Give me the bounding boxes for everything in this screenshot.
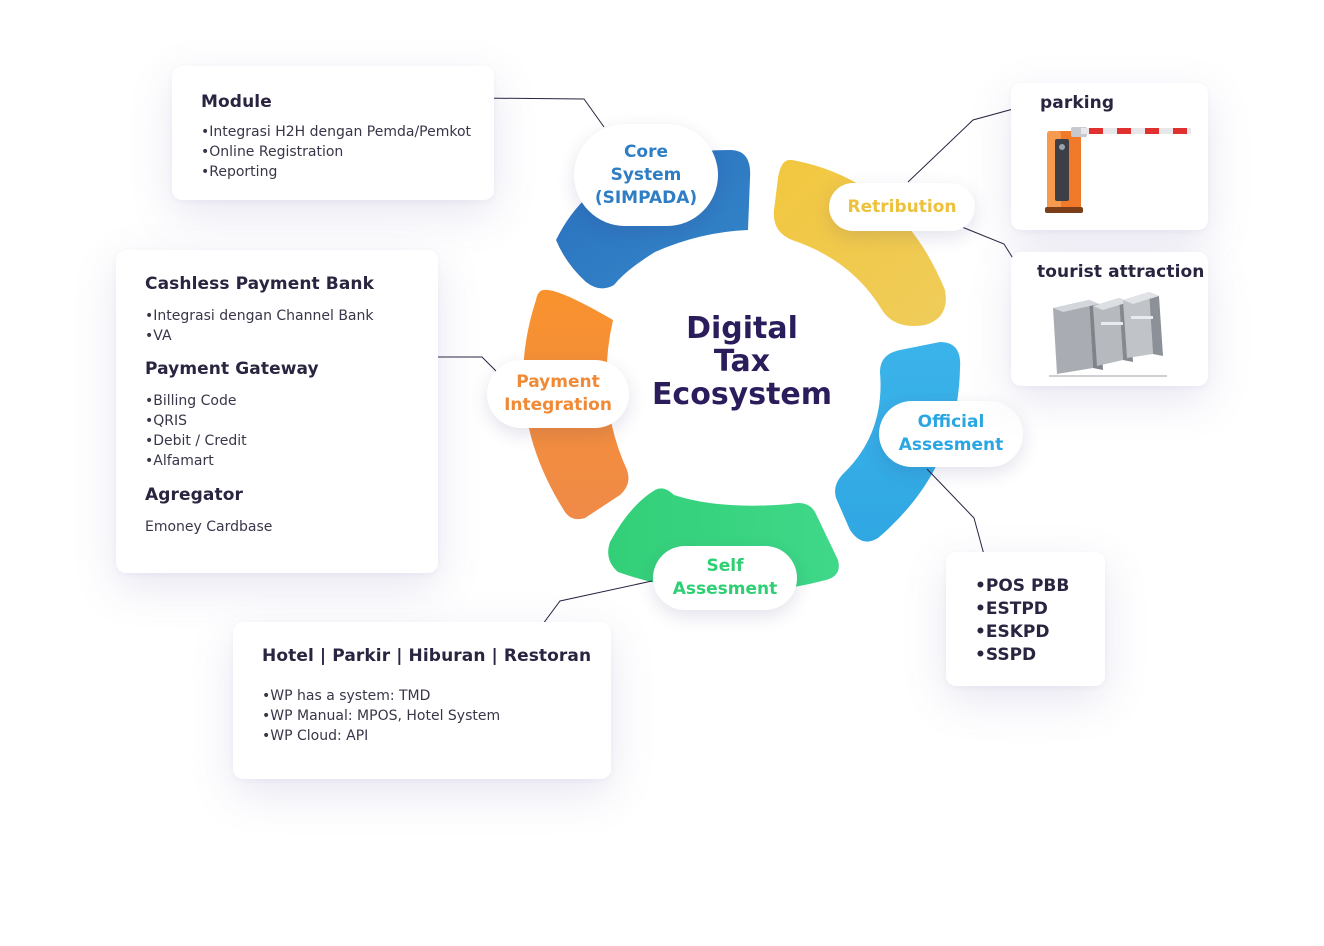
gateway-list: Billing Code QRIS Debit / Credit Alfamar… xyxy=(145,391,438,471)
pill-official-assesment[interactable]: Official Assesment xyxy=(879,401,1023,467)
hotel-card-title: Hotel | Parkir | Hiburan | Restoran xyxy=(262,646,592,666)
list-item: Billing Code xyxy=(145,391,438,411)
list-item: Alfamart xyxy=(145,451,438,471)
list-item: ESTPD xyxy=(975,598,1105,621)
agregator-text: Emoney Cardbase xyxy=(145,519,273,535)
payment-card: Cashless Payment Bank Integrasi dengan C… xyxy=(116,250,438,573)
parking-barrier-gate-icon xyxy=(1045,127,1191,213)
hotel-list: WP has a system: TMD WP Manual: MPOS, Ho… xyxy=(262,686,611,746)
connector-retribution-parking xyxy=(907,105,1025,183)
diagram-center-title: Digital Tax Ecosystem xyxy=(651,311,833,412)
pill-retribution[interactable]: Retribution xyxy=(829,183,975,231)
connector-core-module xyxy=(473,97,605,128)
module-list: Integrasi H2H dengan Pemda/Pemkot Online… xyxy=(201,122,494,182)
agregator-title: Agregator xyxy=(145,485,243,505)
list-item: WP has a system: TMD xyxy=(262,686,611,706)
official-assesment-card: POS PBB ESTPD ESKPD SSPD xyxy=(946,552,1105,686)
pill-retribution-label: Retribution xyxy=(847,196,957,217)
list-item: VA xyxy=(145,326,438,346)
pill-payment-integration[interactable]: Payment Integration xyxy=(487,360,629,428)
list-item: WP Manual: MPOS, Hotel System xyxy=(262,706,611,726)
turnstile-gates-icon xyxy=(1049,292,1167,377)
list-item: QRIS xyxy=(145,411,438,431)
official-list: POS PBB ESTPD ESKPD SSPD xyxy=(975,575,1105,667)
list-item: Online Registration xyxy=(201,142,494,162)
list-item: Reporting xyxy=(201,162,494,182)
parking-card-title: parking xyxy=(1040,93,1115,113)
list-item: SSPD xyxy=(975,644,1105,667)
segment-retribution xyxy=(773,159,946,326)
hotel-card: Hotel | Parkir | Hiburan | Restoran WP h… xyxy=(233,622,611,779)
pill-core-system[interactable]: Core System (SIMPADA) xyxy=(574,124,718,226)
list-item: POS PBB xyxy=(975,575,1105,598)
list-item: Integrasi H2H dengan Pemda/Pemkot xyxy=(201,122,494,142)
pill-core-system-label: Core System (SIMPADA) xyxy=(594,141,698,208)
module-card-title: Module xyxy=(201,92,272,112)
tourist-attraction-card: tourist attraction xyxy=(1011,252,1208,386)
pill-self-assesment-label: Self Assesment xyxy=(672,556,778,599)
module-card: Module Integrasi H2H dengan Pemda/Pemkot… xyxy=(172,66,494,200)
parking-card: parking xyxy=(1011,83,1208,230)
cashless-list: Integrasi dengan Channel Bank VA xyxy=(145,306,438,346)
list-item: Integrasi dengan Channel Bank xyxy=(145,306,438,326)
list-item: Debit / Credit xyxy=(145,431,438,451)
pill-official-assesment-label: Official Assesment xyxy=(898,412,1004,455)
pill-self-assesment[interactable]: Self Assesment xyxy=(653,546,797,610)
list-item: ESKPD xyxy=(975,621,1105,644)
payment-gateway-title: Payment Gateway xyxy=(145,359,319,379)
connector-official-list xyxy=(926,468,987,563)
cashless-payment-title: Cashless Payment Bank xyxy=(145,274,375,294)
list-item: WP Cloud: API xyxy=(262,726,611,746)
tourist-card-title: tourist attraction xyxy=(1037,262,1205,282)
pill-payment-integration-label: Payment Integration xyxy=(504,372,612,415)
